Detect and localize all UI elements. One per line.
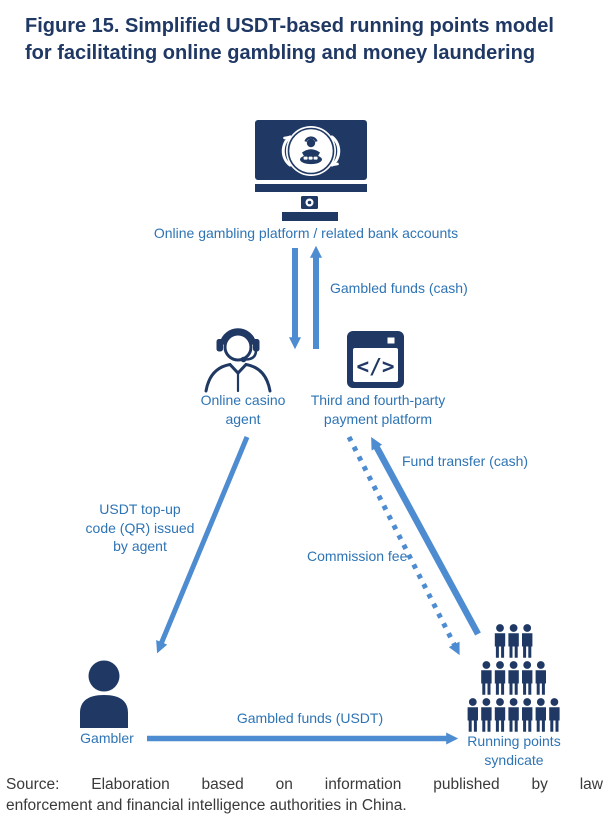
usdt-topup-label: USDT top-up code (QR) issued by agent [85,501,195,554]
fund-transfer-label: Fund transfer (cash) [402,453,529,469]
syndicate-label: Running points syndicate [467,733,561,768]
platform-label: Online gambling platform / related bank … [153,225,459,241]
monitor-live-dealer-icon [255,120,367,221]
gambled-funds-cash-label: Gambled funds (cash) [330,280,468,296]
payment-label: Third and fourth-party payment platform [310,392,446,427]
arrow-agent-to-gambler [156,436,250,654]
gambled-funds-usdt-label: Gambled funds (USDT) [236,710,384,726]
gambler-label: Gambler [80,730,134,746]
source-line-1: Source: Elaboration based on information… [6,776,603,793]
people-pyramid-icon [467,624,560,732]
source-note: Source: Elaboration based on information… [6,774,603,816]
svg-text:</>: </> [357,355,395,379]
person-icon [80,660,128,728]
figure-title: Figure 15. Simplified USDT-based running… [25,15,554,64]
agent-label: Online casino agent [200,392,286,427]
headset-agent-icon [204,328,272,393]
source-line-2: enforcement and financial intelligence a… [6,797,407,814]
arrow-syndicate-to-payment [371,437,481,636]
commission-fee-label: Commission fee [307,548,408,564]
code-window-icon: </> [347,331,404,388]
